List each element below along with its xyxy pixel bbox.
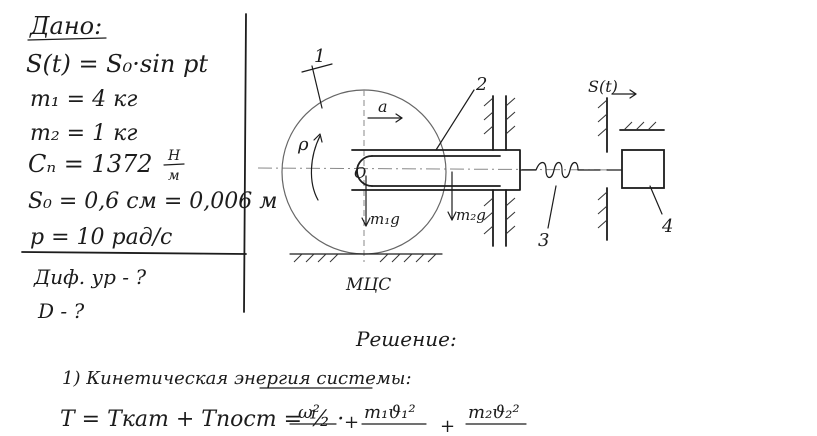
term-m1v1: m₁ϑ₁² xyxy=(364,402,416,423)
rho-arc-head xyxy=(313,133,323,143)
label-s: S(t) xyxy=(588,77,618,96)
guide-hatching xyxy=(483,97,516,235)
label-rho: ρ xyxy=(297,134,309,155)
plus-1: + xyxy=(344,412,359,433)
given-vertical-rule xyxy=(243,13,247,313)
given-c-unit-num: Н xyxy=(167,148,181,164)
given-title: Дано: xyxy=(29,12,102,40)
given-c-unit-den: м xyxy=(168,168,180,184)
block4-rail-hatching xyxy=(623,121,657,131)
block-4 xyxy=(621,149,665,189)
given-horizontal-rule xyxy=(21,251,247,255)
given-title-underline xyxy=(27,37,107,41)
label-1: 1 xyxy=(314,46,325,67)
label-mcs: МЦС xyxy=(345,275,391,295)
leader-3 xyxy=(547,185,557,229)
solution-step1: 1) Кинетическая энергия системы: xyxy=(62,368,412,389)
label-m1g: m₁g xyxy=(370,210,400,228)
mechanism-figure: 1 2 3 4 a S(t) O ρ m₁g m₂g МЦС xyxy=(257,46,673,295)
given-block: Дано: S(t) = S₀·sin pt m₁ = 4 кг m₂ = 1 … xyxy=(26,12,278,250)
spring-3 xyxy=(519,161,601,179)
block4-guide-hatching xyxy=(597,99,608,229)
leader-2 xyxy=(435,89,475,151)
ground-hatching xyxy=(293,253,437,263)
label-4: 4 xyxy=(661,216,673,237)
label-a: a xyxy=(378,97,388,116)
solution-title: Решение: xyxy=(355,327,457,351)
label-m2g: m₂g xyxy=(456,206,486,224)
leader-1 xyxy=(311,65,323,109)
term-omega: ω² xyxy=(298,402,320,423)
leader-1-flag xyxy=(301,63,333,73)
given-c-unit-bar xyxy=(163,163,185,166)
m1g-arrow-head xyxy=(361,217,371,227)
find-line-diff: Диф. ур - ? xyxy=(33,265,146,289)
term-m2v2: m₂ϑ₂² xyxy=(468,402,520,423)
rho-arc xyxy=(310,135,321,201)
find-block: Диф. ур - ? D - ? xyxy=(33,265,146,323)
given-line-s: S(t) = S₀·sin pt xyxy=(26,50,208,78)
given-line-s0: S₀ = 0,6 см = 0,006 м xyxy=(28,189,278,214)
label-2: 2 xyxy=(475,74,487,95)
given-line-m1: m₁ = 4 кг xyxy=(30,87,137,112)
a-arrow-head xyxy=(395,113,403,123)
m2g-arrow-head xyxy=(447,211,457,221)
s-arrow-head xyxy=(629,89,637,99)
given-line-m2: m₂ = 1 кг xyxy=(30,121,137,146)
leader-4 xyxy=(649,185,663,215)
center-axis-line xyxy=(257,167,621,171)
find-line-d: D - ? xyxy=(37,299,85,323)
given-line-c: Cₙ = 1372 xyxy=(28,150,153,178)
kinetic-energy-formula: T = Tкат + Tпост = ½ · xyxy=(60,407,344,432)
label-3: 3 xyxy=(538,230,549,251)
plus-2: + xyxy=(440,416,455,436)
given-line-p: p = 10 рад/с xyxy=(30,225,172,250)
solution-block: Решение: 1) Кинетическая энергия системы… xyxy=(60,327,527,436)
label-o: O xyxy=(354,164,366,182)
